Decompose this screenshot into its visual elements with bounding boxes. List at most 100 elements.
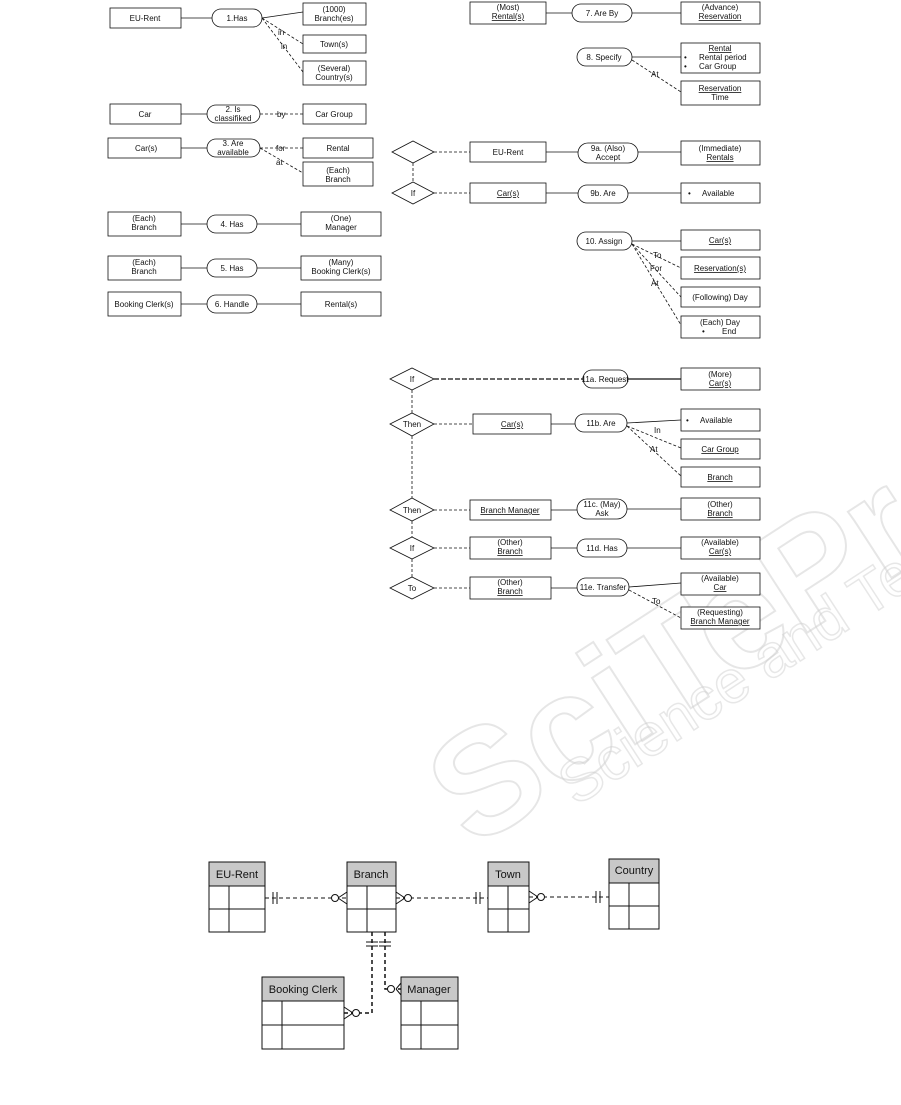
statement-3 xyxy=(107,137,374,187)
s10-role-for: For xyxy=(650,264,662,273)
s1-role-in-1: in xyxy=(278,28,284,37)
s11-b-subject: Car(s) xyxy=(501,420,524,429)
s2-object: Car Group xyxy=(315,110,353,119)
s9-b-object: Available xyxy=(702,189,735,198)
s11-c-subject: Branch Manager xyxy=(480,506,539,515)
s8-obj2-1: Reservation xyxy=(699,84,742,93)
s4-object-2: Manager xyxy=(325,223,357,232)
erd-country: Country xyxy=(615,865,654,877)
erd-tables xyxy=(208,858,660,1050)
s11-c-object-1: (Other) xyxy=(707,500,733,509)
bullet-icon: • xyxy=(702,327,705,336)
s11-e-object-2: Car xyxy=(714,583,727,592)
statement-2 xyxy=(109,103,367,125)
bullet-icon: • xyxy=(686,416,689,425)
s4-verb: 4. Has xyxy=(220,220,243,229)
s8-obj-title: Rental xyxy=(708,44,731,53)
bullet-icon: • xyxy=(684,53,687,62)
s8-obj-bullet-1: Rental period xyxy=(699,53,747,62)
s9-b-verb: 9b. Are xyxy=(590,189,616,198)
s5-subject-1: (Each) xyxy=(132,258,156,267)
s8-obj2-2: Time xyxy=(711,93,729,102)
s11-a-verb: 11a. Request xyxy=(582,375,630,384)
s11-to: To xyxy=(408,584,417,593)
s3-obj-branch-1: (Each) xyxy=(326,166,350,175)
s7-object-1: (Advance) xyxy=(702,3,739,12)
s10-obj-end-2: End xyxy=(722,327,736,336)
s11-a-object-1: (More) xyxy=(708,370,732,379)
s11-e-obj2-2: Branch Manager xyxy=(690,617,749,626)
s3-obj-branch-2: Branch xyxy=(325,175,350,184)
s11-e-subject-1: (Other) xyxy=(497,578,523,587)
s1-obj-branch-2: Branch(es) xyxy=(314,14,353,23)
s7-verb: 7. Are By xyxy=(586,9,618,18)
s11-e-obj2-1: (Requesting) xyxy=(697,608,743,617)
s6-verb: 6. Handle xyxy=(215,300,250,309)
s2-role: by xyxy=(277,110,285,119)
s5-subject-2: Branch xyxy=(131,267,156,276)
s11-b-obj-available: Available xyxy=(700,416,733,425)
s11-if-1: If xyxy=(410,375,415,384)
s7-subject-1: (Most) xyxy=(497,3,520,12)
bullet-icon: • xyxy=(684,62,687,71)
s11-e-role-to: To xyxy=(652,597,661,606)
statement-5 xyxy=(107,255,382,281)
s9-a-verb-1: 9a. (Also) xyxy=(591,144,626,153)
s5-verb: 5. Has xyxy=(220,264,243,273)
statement-4 xyxy=(107,211,382,237)
s10-obj-end-1: (Each) Day xyxy=(700,318,740,327)
s6-subject: Booking Clerk(s) xyxy=(114,300,173,309)
s4-subject-1: (Each) xyxy=(132,214,156,223)
statement-11 xyxy=(389,367,761,630)
s11-b-role-in: In xyxy=(654,426,661,435)
s11-e-object-1: (Available) xyxy=(701,574,739,583)
s11-then-1: Then xyxy=(403,420,421,429)
s3-obj-rental: Rental xyxy=(326,144,349,153)
s11-c-verb-2: Ask xyxy=(595,509,609,518)
statement-10 xyxy=(576,229,761,339)
s11-c-verb-1: 11c. (May) xyxy=(583,500,621,509)
statement-1 xyxy=(109,2,367,86)
s11-d-object-1: (Available) xyxy=(701,538,739,547)
s10-obj-res: Reservation(s) xyxy=(694,264,746,273)
s11-b-verb: 11b. Are xyxy=(586,419,616,428)
s11-if-2: If xyxy=(410,544,415,553)
s9-if: If xyxy=(411,189,416,198)
s11-e-subject-2: Branch xyxy=(497,587,522,596)
s10-role-to: To xyxy=(653,251,662,260)
statement-9 xyxy=(391,140,761,205)
s8-obj-bullet-2: Car Group xyxy=(699,62,737,71)
s1-verb: 1.Has xyxy=(227,14,248,23)
s9-a-object-1: (Immediate) xyxy=(699,144,742,153)
s9-a-verb-2: Accept xyxy=(596,153,621,162)
s11-e-verb: 11e. Transfer xyxy=(580,583,627,592)
statement-8 xyxy=(576,42,761,106)
s10-obj-day: (Following) Day xyxy=(692,293,748,302)
statement-7 xyxy=(469,1,761,25)
erd-town: Town xyxy=(495,869,521,881)
s2-verb-2: classifiked xyxy=(215,114,252,123)
s10-role-at: At xyxy=(651,279,659,288)
s10-obj-cars: Car(s) xyxy=(709,236,732,245)
erd-booking-clerk: Booking Clerk xyxy=(269,984,338,996)
s9-b-subject: Car(s) xyxy=(497,189,520,198)
s11-b-obj-cargroup: Car Group xyxy=(701,445,739,454)
s7-object-2: Reservation xyxy=(699,12,742,21)
s5-object-2: Booking Clerk(s) xyxy=(311,267,370,276)
s1-obj-country-1: (Several) xyxy=(318,64,351,73)
s11-then-2: Then xyxy=(403,506,421,515)
s3-verb-1: 3. Are xyxy=(223,139,244,148)
s4-subject-2: Branch xyxy=(131,223,156,232)
s11-d-subject-2: Branch xyxy=(497,547,522,556)
s11-d-verb: 11d. Has xyxy=(586,544,617,553)
bullet-icon: • xyxy=(688,189,691,198)
s1-subject: EU-Rent xyxy=(130,14,161,23)
s3-role-at: at xyxy=(276,158,283,167)
statement-6 xyxy=(107,291,382,317)
s1-obj-town: Town(s) xyxy=(320,40,348,49)
s7-subject-2: Rental(s) xyxy=(492,12,525,21)
s11-d-object-2: Car(s) xyxy=(709,547,732,556)
s1-role-in-2: in xyxy=(281,42,287,51)
s3-subject: Car(s) xyxy=(135,144,158,153)
s11-a-object-2: Car(s) xyxy=(709,379,732,388)
